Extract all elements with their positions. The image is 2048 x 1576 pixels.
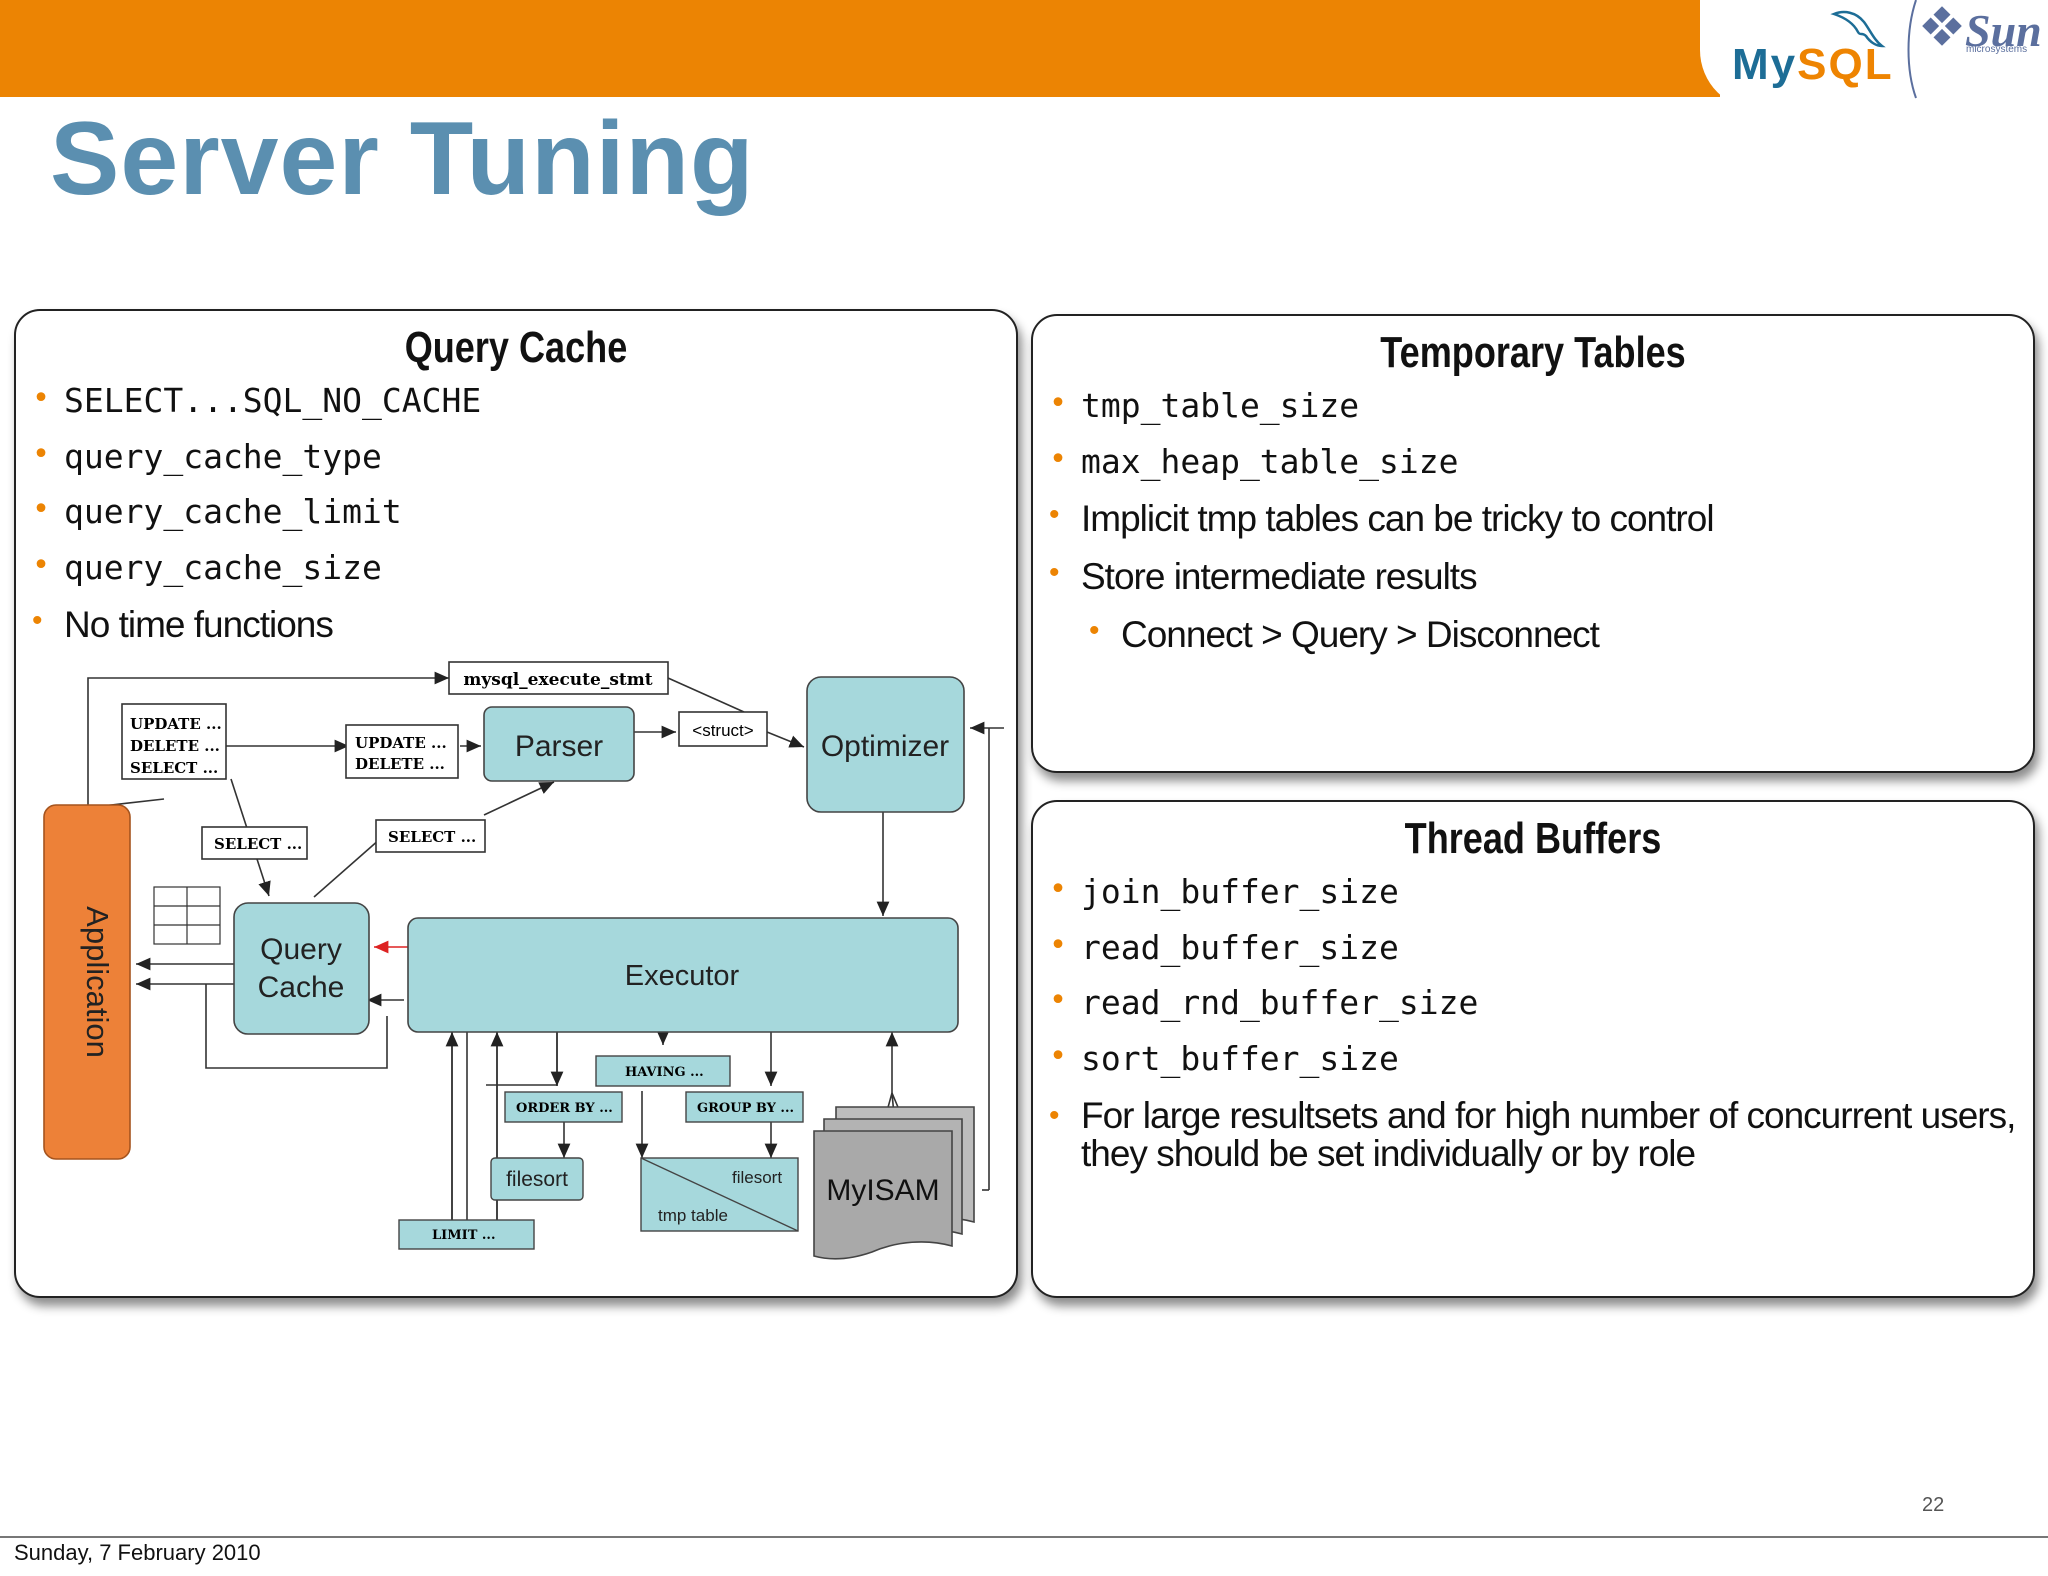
- query-cache-list: SELECT...SQL_NO_CACHE query_cache_type q…: [32, 381, 481, 646]
- myisam-icon: MyISAM: [813, 1106, 975, 1260]
- mysql-execute-stmt-label: mysql_execute_stmt: [463, 670, 652, 690]
- thread-buffers-title: Thread Buffers: [1404, 814, 1662, 863]
- temporary-tables-panel: Temporary Tables tmp_table_size max_heap…: [1031, 314, 2035, 773]
- filesort-label: filesort: [506, 1168, 568, 1191]
- list-item: tmp_table_size: [1049, 386, 1714, 442]
- list-item: Connect > Query > Disconnect: [1049, 614, 1714, 656]
- parser-label: Parser: [515, 730, 603, 763]
- mysql-logo: MySQL: [1732, 40, 1894, 89]
- application-label: Application: [80, 906, 115, 1058]
- parser-box: Parser: [483, 706, 635, 782]
- page-number: 22: [1922, 1494, 1945, 1516]
- filesort-box: filesort: [490, 1157, 584, 1201]
- footer-divider: [0, 1536, 2048, 1538]
- myisam-label: MyISAM: [826, 1174, 939, 1207]
- application-box: Application: [43, 804, 131, 1160]
- query-cache-label: Query: [260, 933, 342, 966]
- limit-box: LIMIT ...: [398, 1219, 535, 1250]
- list-item: No time functions: [32, 604, 481, 646]
- list-item: query_cache_limit: [32, 492, 481, 548]
- list-item: query_cache_size: [32, 548, 481, 604]
- temporary-tables-title: Temporary Tables: [1380, 328, 1686, 377]
- struct-box: <struct>: [678, 711, 768, 747]
- statement-box: UPDATE ... DELETE ... SELECT ...: [121, 703, 227, 780]
- update-delete-box: UPDATE ... DELETE ...: [345, 724, 459, 779]
- list-item: read_rnd_buffer_size: [1049, 983, 2015, 1039]
- sun-logo-subtitle: microsystems: [1966, 44, 2028, 55]
- list-item: For large resultsets and for high number…: [1049, 1095, 2016, 1174]
- mysql-execute-stmt-box: mysql_execute_stmt: [448, 661, 669, 695]
- order-by-box: ORDER BY ...: [504, 1091, 623, 1123]
- optimizer-box: Optimizer: [806, 676, 965, 813]
- optimizer-label: Optimizer: [821, 730, 949, 763]
- group-by-label: GROUP BY ...: [697, 1101, 794, 1116]
- select-right-box: SELECT ...: [375, 819, 486, 853]
- executor-box: Executor: [407, 917, 959, 1033]
- sun-logo: Sun: [1965, 5, 2042, 56]
- list-item: Implicit tmp tables can be tricky to con…: [1049, 498, 1715, 556]
- query-flow-diagram: mysql_execute_stmt <struct> UPDATE ... D…: [43, 661, 1004, 1260]
- filesort-tmp-table-box: filesort tmp table: [640, 1157, 799, 1232]
- statement-label: DELETE ...: [130, 737, 220, 755]
- logo-area: [1700, 0, 2048, 110]
- group-by-box: GROUP BY ...: [685, 1091, 804, 1123]
- list-item: read_buffer_size: [1049, 928, 2015, 983]
- logo-divider-icon: [1907, 0, 1917, 99]
- result-table-icon: [153, 886, 221, 945]
- list-item-line: For large resultsets and for high number…: [1081, 1095, 2016, 1136]
- statement-label: UPDATE ...: [355, 734, 447, 752]
- select-right-label: SELECT ...: [388, 828, 476, 846]
- limit-label: LIMIT ...: [432, 1228, 495, 1243]
- filesort-label: filesort: [732, 1168, 782, 1187]
- statement-label: UPDATE ...: [130, 715, 222, 733]
- dolphin-icon: [1830, 10, 1886, 48]
- select-left-box: SELECT ...: [201, 826, 308, 860]
- select-left-label: SELECT ...: [214, 835, 302, 853]
- list-item: join_buffer_size: [1049, 872, 2015, 928]
- having-label: HAVING ...: [625, 1065, 704, 1080]
- sun-logo-icon: [1922, 6, 1962, 46]
- executor-label: Executor: [625, 960, 740, 992]
- thread-buffers-panel: Thread Buffers join_buffer_size read_buf…: [1031, 800, 2035, 1298]
- order-by-label: ORDER BY ...: [516, 1101, 613, 1116]
- page-title: Server Tuning: [50, 101, 755, 217]
- temporary-tables-list: tmp_table_size max_heap_table_size Impli…: [1049, 386, 1715, 656]
- footer-date: Sunday, 7 February 2010: [14, 1540, 261, 1565]
- query-cache-box: Query Cache: [233, 902, 370, 1035]
- query-cache-title: Query Cache: [404, 323, 628, 372]
- list-item: query_cache_type: [32, 437, 481, 492]
- having-box: HAVING ...: [595, 1055, 731, 1087]
- list-item-line: they should be set individually or by ro…: [1081, 1133, 1696, 1174]
- list-item: max_heap_table_size: [1049, 442, 1714, 498]
- list-item: SELECT...SQL_NO_CACHE: [32, 381, 481, 437]
- query-cache-label: Cache: [258, 971, 345, 1004]
- thread-buffers-list: join_buffer_size read_buffer_size read_r…: [1049, 872, 2016, 1174]
- statement-label: DELETE ...: [355, 755, 445, 773]
- struct-label: <struct>: [692, 721, 753, 740]
- tmp-table-label: tmp table: [658, 1206, 728, 1225]
- header-bar: [0, 0, 1720, 97]
- list-item: sort_buffer_size: [1049, 1039, 2015, 1097]
- statement-label: SELECT ...: [130, 759, 218, 777]
- list-item: Store intermediate results: [1049, 556, 1714, 614]
